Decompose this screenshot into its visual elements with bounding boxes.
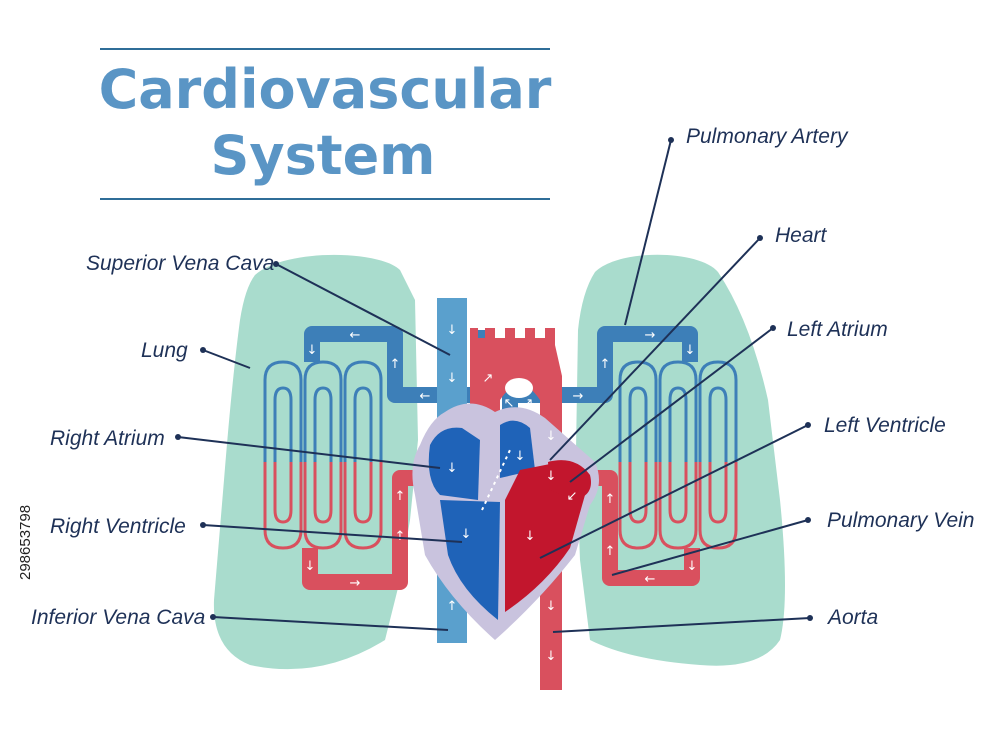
- label-lung: Lung: [141, 339, 188, 362]
- left-atrium-red: [548, 460, 591, 500]
- labels: Superior Vena Cava Lung Right Atrium Rig…: [31, 125, 974, 629]
- arrow: ↓: [525, 529, 536, 544]
- arrow: ↓: [305, 559, 316, 574]
- leader-left-ventricle: [539, 422, 811, 559]
- arrow: →: [350, 576, 361, 591]
- leader-lung: [200, 347, 251, 369]
- arrow: ↖: [504, 396, 515, 411]
- right-pulmonary-vein: [578, 470, 700, 586]
- leader-superior-vena-cava: [273, 261, 451, 356]
- label-heart: Heart: [775, 224, 828, 247]
- heart: [412, 403, 599, 640]
- arrow: ↑: [390, 357, 401, 372]
- leader-pulmonary-vein: [611, 517, 811, 576]
- right-lung: [576, 254, 785, 666]
- title-line-2: System: [211, 124, 436, 187]
- title-line-1: Cardiovascular: [99, 58, 552, 121]
- arrow: ←: [645, 572, 656, 587]
- leader-heart: [549, 235, 763, 461]
- right-atrium-chamber: [428, 427, 480, 500]
- arrow: ↓: [307, 343, 318, 358]
- arrow: ↑: [447, 599, 458, 614]
- arrow: ↓: [546, 649, 557, 664]
- arrow: ↑: [600, 357, 611, 372]
- arrow: ↓: [546, 469, 557, 484]
- leader-aorta: [552, 615, 813, 633]
- arrow: ↓: [685, 343, 696, 358]
- leader-lines: [175, 137, 813, 633]
- leader-inferior-vena-cava: [210, 614, 449, 631]
- left-pulmonary-vein: [302, 470, 430, 590]
- arrow: ↗: [523, 396, 534, 411]
- leader-pulmonary-artery: [624, 137, 674, 326]
- arrow: ↑: [395, 489, 406, 504]
- label-left-ventricle: Left Ventricle: [824, 414, 946, 437]
- arrow: ←: [420, 389, 431, 404]
- arrow: ↑: [395, 529, 406, 544]
- arrow: ↑: [605, 492, 616, 507]
- arrow: →: [573, 389, 584, 404]
- arrow: ↓: [447, 461, 458, 476]
- arrow: ↓: [687, 559, 698, 574]
- side-id: 298653798: [17, 505, 34, 580]
- label-superior-vena-cava: Superior Vena Cava: [86, 252, 274, 275]
- flow-arrows: ↓ ↓ ← ↓ ↑ ← → ↓ ↑ → ↓ → ↑ ↑ ↓ ← ↑ ↑ ↓ ↓ …: [305, 323, 698, 664]
- right-lung-capillaries: [618, 360, 738, 550]
- leader-right-ventricle: [200, 522, 463, 543]
- right-pulmonary-artery: [502, 326, 698, 420]
- arrow: ←: [350, 328, 361, 343]
- left-heart-red: [505, 462, 586, 612]
- arrow: ↓: [447, 323, 458, 338]
- arrow: ↓: [461, 527, 472, 542]
- label-right-atrium: Right Atrium: [50, 427, 165, 450]
- left-atrium-chamber: [500, 420, 535, 478]
- arrow: ↙: [567, 489, 578, 504]
- label-right-ventricle: Right Ventricle: [50, 515, 186, 538]
- arrow: ↓: [546, 429, 557, 444]
- arrow: ↗: [483, 371, 494, 386]
- arrow: ↓: [515, 449, 526, 464]
- leader-right-atrium: [175, 434, 441, 469]
- label-left-atrium: Left Atrium: [787, 318, 888, 341]
- label-inferior-vena-cava: Inferior Vena Cava: [31, 606, 205, 629]
- label-pulmonary-vein: Pulmonary Vein: [827, 509, 974, 532]
- label-pulmonary-artery: Pulmonary Artery: [686, 125, 849, 148]
- label-aorta: Aorta: [826, 606, 878, 629]
- leader-left-atrium: [569, 325, 776, 483]
- arrow: →: [645, 328, 656, 343]
- arrow: ↑: [605, 544, 616, 559]
- aortic-arch-opening: [505, 378, 533, 398]
- arrow: ↓: [447, 371, 458, 386]
- right-ventricle-chamber: [440, 500, 500, 620]
- arrow: ↓: [546, 599, 557, 614]
